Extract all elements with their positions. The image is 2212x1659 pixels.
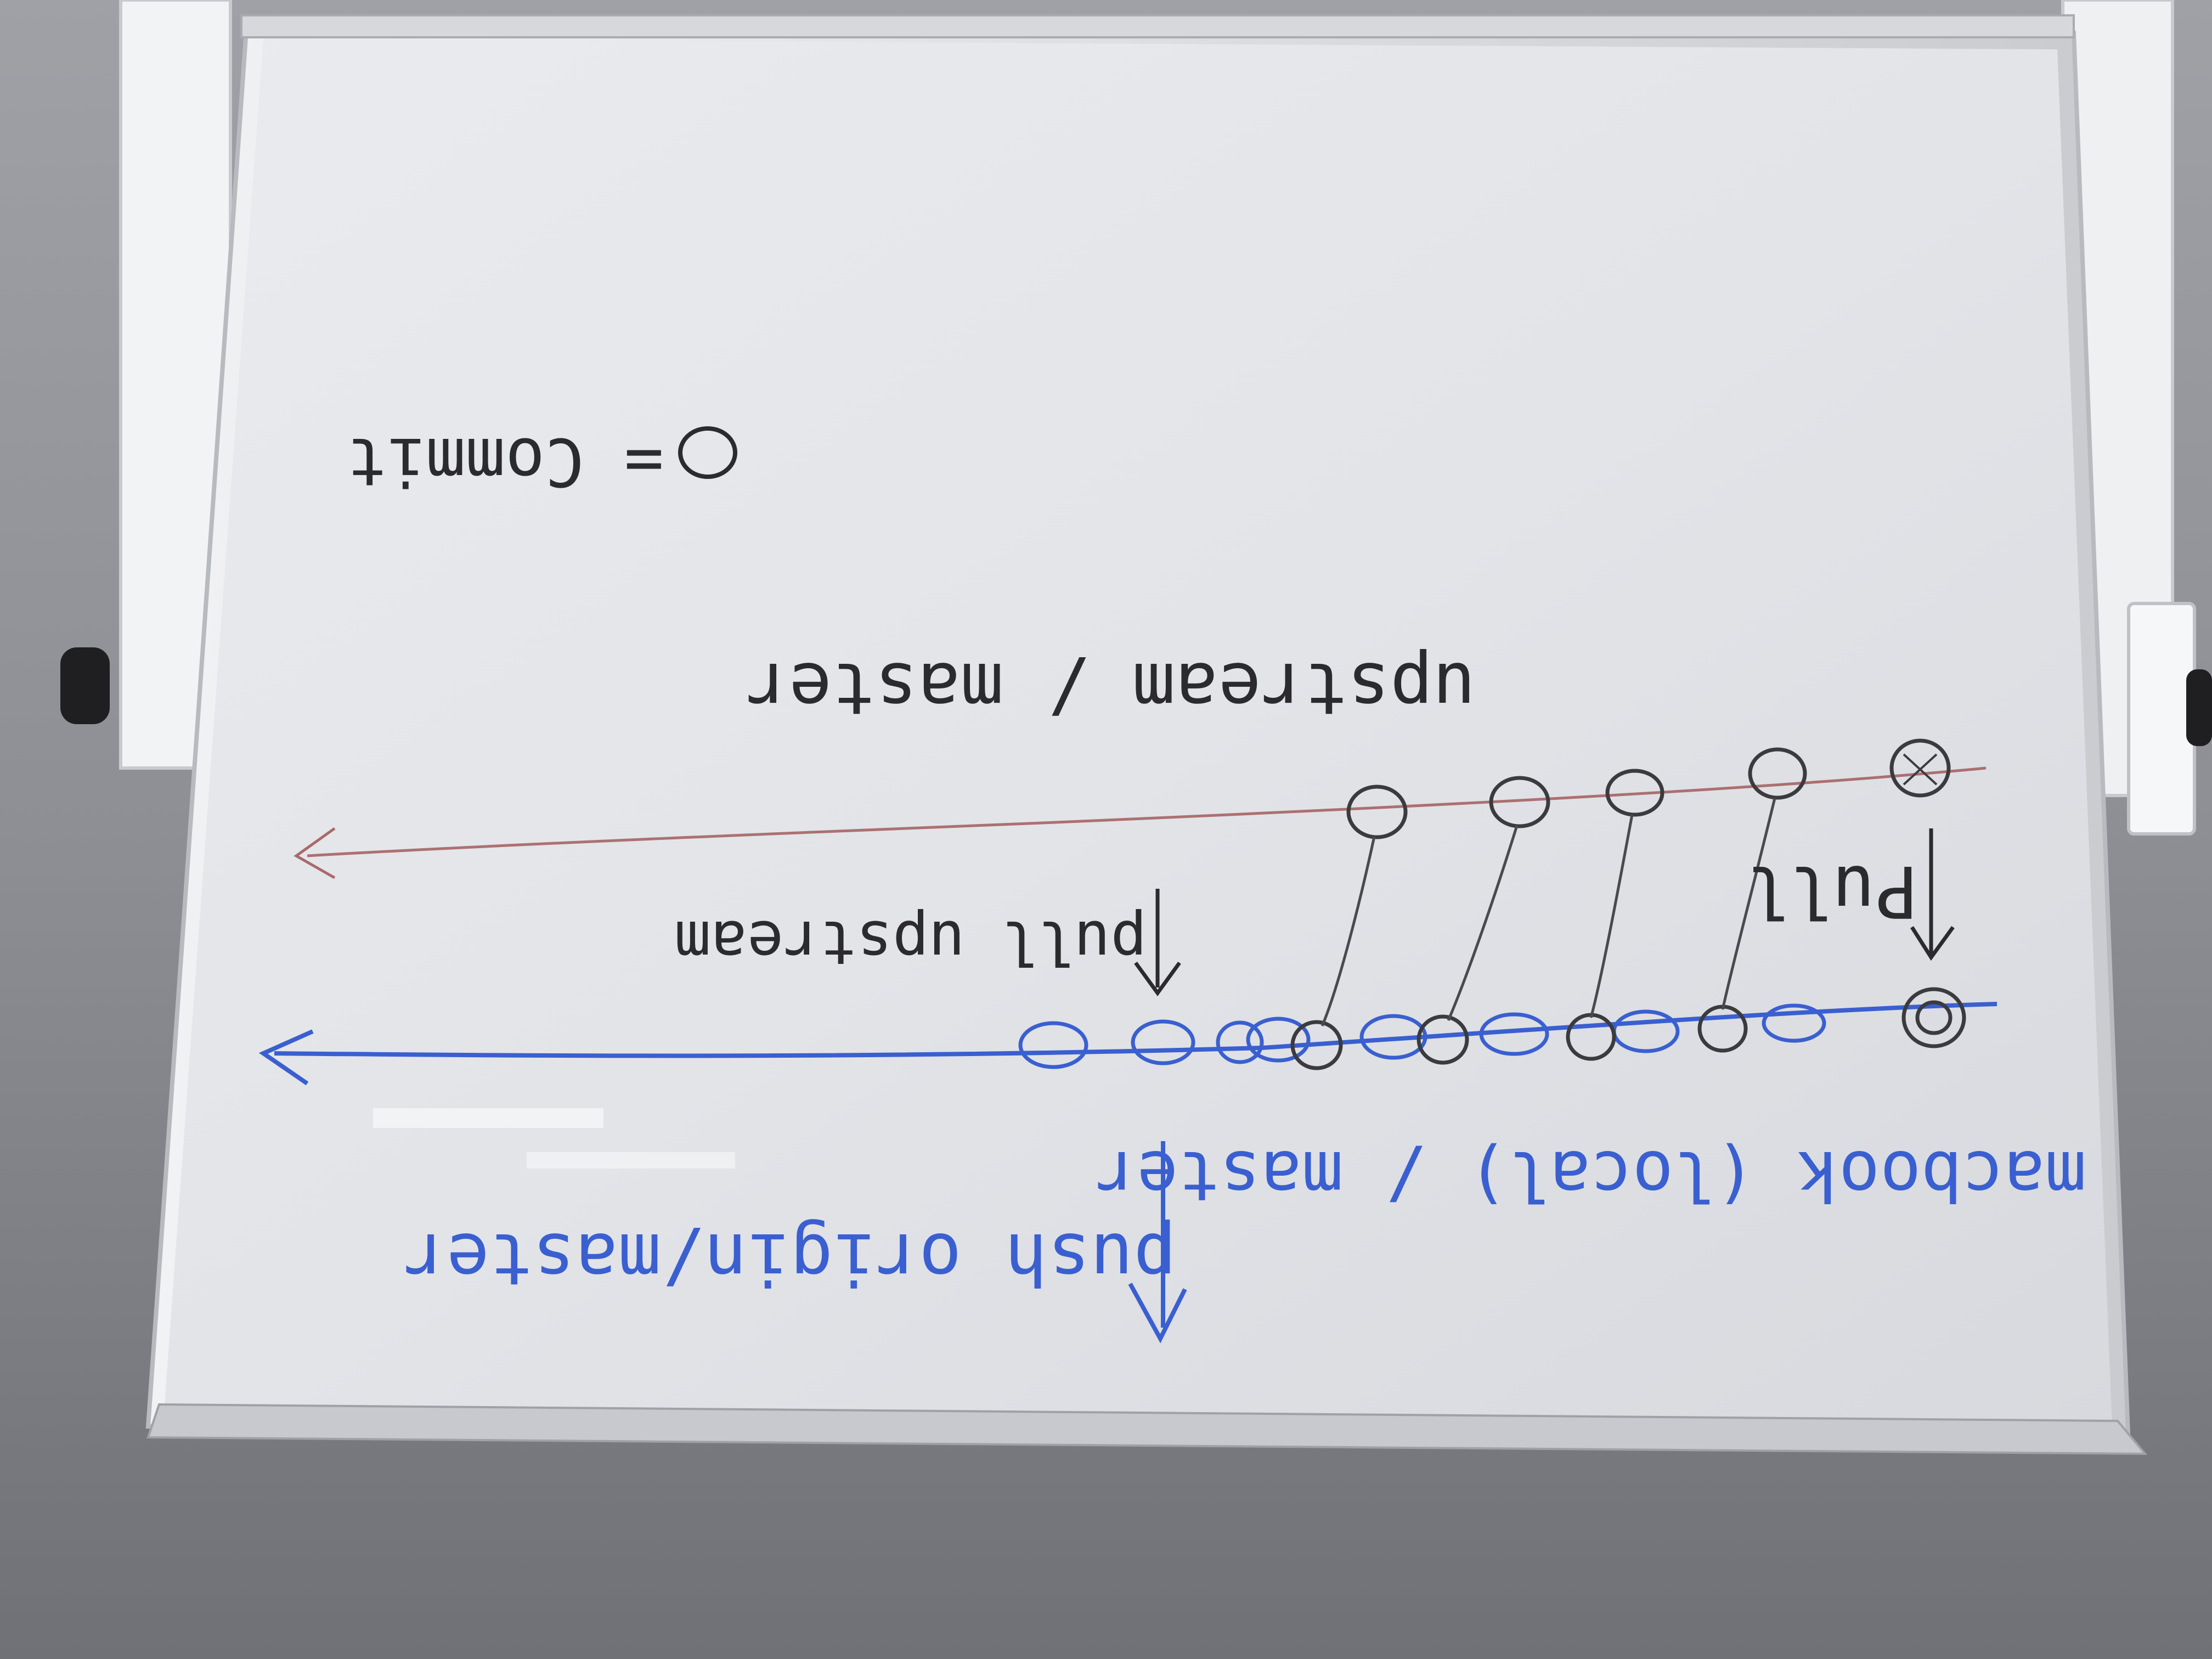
push-label: push origin/master bbox=[404, 1217, 1177, 1301]
local-commits bbox=[1018, 1003, 1826, 1069]
commit-circle-icon bbox=[1131, 1019, 1195, 1065]
pull-connector bbox=[1447, 825, 1519, 1021]
legend-text: = Commit bbox=[347, 423, 664, 499]
legend-group: = Commit bbox=[347, 423, 737, 499]
commit-circle-icon bbox=[1605, 769, 1664, 817]
commit-circle-icon bbox=[1748, 747, 1807, 800]
bracket-right-clip bbox=[2127, 602, 2196, 836]
arrow-down-icon bbox=[1134, 961, 1181, 996]
commit-circle-icon bbox=[678, 426, 737, 479]
glare-2 bbox=[527, 1152, 735, 1169]
commit-circle-icon bbox=[1018, 1021, 1088, 1069]
commit-circle-icon bbox=[1479, 1012, 1549, 1056]
board-top-rail bbox=[240, 14, 2075, 38]
local-branch-line bbox=[274, 1002, 1997, 1058]
upstream-label: upstream / master bbox=[746, 647, 1476, 730]
local-branch-label: macbook (local) / master bbox=[1096, 1136, 2086, 1215]
arrow-down-icon bbox=[1128, 1283, 1187, 1344]
commit-circle-icon bbox=[1915, 1000, 1953, 1035]
commit-circle-icon bbox=[1359, 1014, 1427, 1060]
commit-circle-icon bbox=[1889, 738, 1951, 798]
board-surface bbox=[165, 38, 2112, 1426]
knob-right bbox=[2186, 669, 2212, 746]
upstream-commits bbox=[1346, 738, 1951, 839]
pull-connector bbox=[1721, 798, 1776, 1010]
commit-circle-icon bbox=[1290, 1020, 1343, 1070]
glare-1 bbox=[373, 1108, 603, 1128]
commit-circle-icon bbox=[1417, 1014, 1469, 1065]
arrow-left-icon bbox=[258, 1029, 314, 1086]
knob-left bbox=[60, 647, 110, 724]
commit-fill-scribble bbox=[1903, 753, 1938, 786]
commit-circle-icon bbox=[1489, 776, 1550, 828]
board-tray bbox=[146, 1403, 2148, 1455]
commit-circle-icon bbox=[1246, 1017, 1311, 1063]
pull-connector bbox=[1321, 836, 1376, 1026]
upstream-branch-line bbox=[307, 766, 1987, 857]
arrow-down-icon bbox=[1910, 926, 1955, 961]
commit-circle-icon bbox=[1901, 987, 1966, 1048]
arrow-left-icon bbox=[294, 827, 336, 879]
pull-upstream-label: pull upstream bbox=[675, 907, 1147, 978]
pull-connectors bbox=[1321, 798, 1776, 1026]
commit-circle-icon bbox=[1762, 1003, 1826, 1043]
commit-circle-icon bbox=[1346, 785, 1408, 839]
commit-circle-icon bbox=[1216, 1020, 1264, 1064]
pull-label: Pull bbox=[1746, 850, 1918, 933]
pull-connector bbox=[1589, 814, 1634, 1018]
